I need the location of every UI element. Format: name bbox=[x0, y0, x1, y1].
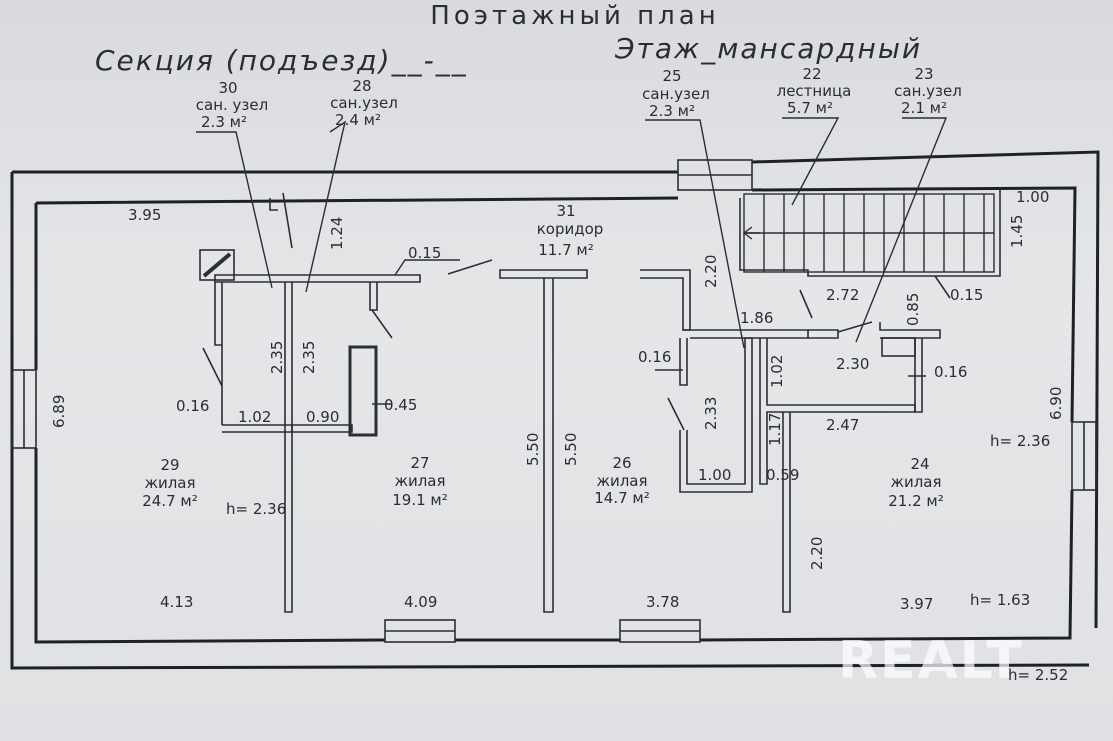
svg-text:1.02: 1.02 bbox=[768, 355, 786, 388]
dimension-labels: 3.95 1.24 0.15 2.20 1.00 1.45 2.72 0.85 … bbox=[50, 188, 1065, 613]
svg-text:2.4 м²: 2.4 м² bbox=[335, 111, 381, 129]
room-27-label: 27 жилая 19.1 м² bbox=[392, 454, 448, 509]
room-23-label: 23 сан.узел 2.1 м² bbox=[894, 65, 962, 117]
svg-text:h= 2.52: h= 2.52 bbox=[1008, 666, 1068, 684]
svg-text:2.20: 2.20 bbox=[702, 255, 720, 288]
svg-text:2.3 м²: 2.3 м² bbox=[201, 113, 247, 131]
svg-text:19.1 м²: 19.1 м² bbox=[392, 491, 448, 509]
room-22-label: 22 лестница 5.7 м² bbox=[777, 65, 852, 117]
svg-text:6.89: 6.89 bbox=[50, 395, 68, 428]
svg-text:4.13: 4.13 bbox=[160, 593, 193, 611]
svg-text:0.59: 0.59 bbox=[766, 466, 799, 484]
svg-text:25: 25 bbox=[662, 67, 681, 85]
svg-text:0.85: 0.85 bbox=[904, 293, 922, 326]
svg-text:30: 30 bbox=[218, 79, 237, 97]
svg-text:лестница: лестница bbox=[777, 82, 852, 100]
svg-text:h= 1.63: h= 1.63 bbox=[970, 591, 1030, 609]
svg-text:0.15: 0.15 bbox=[950, 286, 983, 304]
svg-text:11.7 м²: 11.7 м² bbox=[538, 241, 594, 259]
svg-text:14.7 м²: 14.7 м² bbox=[594, 489, 650, 507]
svg-text:h= 2.36: h= 2.36 bbox=[990, 432, 1050, 450]
svg-text:0.90: 0.90 bbox=[306, 408, 339, 426]
svg-text:0.16: 0.16 bbox=[638, 348, 671, 366]
svg-text:6.90: 6.90 bbox=[1047, 387, 1065, 420]
window-bottom-1 bbox=[384, 619, 456, 643]
svg-text:24.7 м²: 24.7 м² bbox=[142, 492, 198, 510]
svg-text:2.33: 2.33 bbox=[702, 397, 720, 430]
room-30-label: 30 сан. узел 2.3 м² bbox=[196, 79, 268, 131]
svg-text:2.20: 2.20 bbox=[808, 537, 826, 570]
svg-text:сан.узел: сан.узел bbox=[330, 94, 398, 112]
svg-text:0.16: 0.16 bbox=[934, 363, 967, 381]
svg-text:22: 22 bbox=[802, 65, 821, 83]
svg-text:2.35: 2.35 bbox=[268, 341, 286, 374]
svg-text:1.86: 1.86 bbox=[740, 309, 773, 327]
room-25-label: 25 сан.узел 2.3 м² bbox=[642, 67, 710, 120]
room-31-label: 31 коридор 11.7 м² bbox=[537, 202, 604, 259]
svg-text:сан. узел: сан. узел bbox=[196, 96, 268, 114]
outer-wall-inner bbox=[34, 186, 1077, 644]
svg-text:жилая: жилая bbox=[394, 472, 445, 490]
svg-text:4.09: 4.09 bbox=[404, 593, 437, 611]
svg-text:жилая: жилая bbox=[144, 474, 195, 492]
svg-text:0.45: 0.45 bbox=[384, 396, 417, 414]
height-labels: h= 2.36 h= 2.36 h= 1.63 h= 2.52 bbox=[226, 432, 1068, 684]
svg-text:29: 29 bbox=[160, 456, 179, 474]
svg-text:0.15: 0.15 bbox=[408, 244, 441, 262]
svg-text:сан.узел: сан.узел bbox=[642, 85, 710, 103]
svg-text:2.3 м²: 2.3 м² bbox=[649, 102, 695, 120]
floor-label: Этаж_мансардный bbox=[614, 32, 922, 65]
svg-text:2.30: 2.30 bbox=[836, 355, 869, 373]
svg-text:1.45: 1.45 bbox=[1008, 215, 1026, 248]
svg-text:2.47: 2.47 bbox=[826, 416, 859, 434]
svg-text:сан.узел: сан.узел bbox=[894, 82, 962, 100]
svg-text:0.16: 0.16 bbox=[176, 397, 209, 415]
svg-text:2.72: 2.72 bbox=[826, 286, 859, 304]
svg-text:24: 24 bbox=[910, 455, 929, 473]
svg-text:2.35: 2.35 bbox=[300, 341, 318, 374]
plan-title: Поэтажный план bbox=[430, 1, 719, 31]
svg-text:коридор: коридор bbox=[537, 220, 604, 238]
svg-text:1.24: 1.24 bbox=[328, 217, 346, 250]
svg-text:жилая: жилая bbox=[596, 472, 647, 490]
room-24-label: 24 жилая 21.2 м² bbox=[888, 455, 944, 510]
svg-text:2.1 м²: 2.1 м² bbox=[901, 99, 947, 117]
svg-text:21.2 м²: 21.2 м² bbox=[888, 492, 944, 510]
svg-text:31: 31 bbox=[556, 202, 575, 220]
stair-treads bbox=[742, 193, 995, 273]
room-28-label: 28 сан.узел 2.4 м² bbox=[330, 77, 398, 129]
interior-walls bbox=[199, 188, 1001, 613]
svg-text:3.78: 3.78 bbox=[646, 593, 679, 611]
window-right bbox=[1071, 421, 1097, 491]
section-label: Секция (подъезд)__-__ bbox=[95, 44, 468, 77]
svg-text:26: 26 bbox=[612, 454, 631, 472]
svg-text:28: 28 bbox=[352, 77, 371, 95]
room-29-label: 29 жилая 24.7 м² bbox=[142, 456, 198, 510]
svg-text:1.02: 1.02 bbox=[238, 408, 271, 426]
window-left bbox=[11, 369, 37, 449]
svg-text:3.97: 3.97 bbox=[900, 595, 933, 613]
leader-lines bbox=[196, 117, 948, 405]
svg-text:3.95: 3.95 bbox=[128, 206, 161, 224]
svg-text:5.50: 5.50 bbox=[562, 433, 580, 466]
svg-text:1.00: 1.00 bbox=[1016, 188, 1049, 206]
svg-text:1.00: 1.00 bbox=[698, 466, 731, 484]
window-bottom-2 bbox=[619, 619, 701, 643]
svg-text:27: 27 bbox=[410, 454, 429, 472]
window-top bbox=[677, 159, 753, 191]
svg-text:1.17: 1.17 bbox=[766, 413, 784, 446]
watermark-logo: REALT bbox=[838, 631, 1024, 691]
svg-text:h= 2.36: h= 2.36 bbox=[226, 500, 286, 518]
svg-text:5.50: 5.50 bbox=[524, 433, 542, 466]
svg-text:23: 23 bbox=[914, 65, 933, 83]
room-26-label: 26 жилая 14.7 м² bbox=[594, 454, 650, 507]
svg-text:жилая: жилая bbox=[890, 473, 941, 491]
svg-text:5.7 м²: 5.7 м² bbox=[787, 99, 833, 117]
